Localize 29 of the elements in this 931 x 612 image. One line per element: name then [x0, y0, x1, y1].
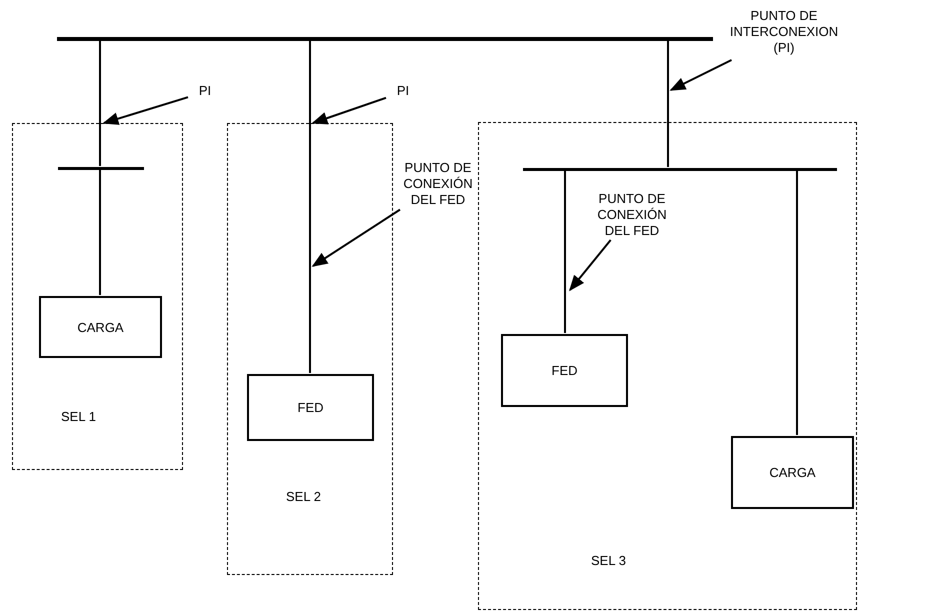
callout-label: PUNTO DE CONEXIÓN DEL FED [400, 160, 476, 210]
conductor-line [564, 170, 566, 333]
busbar [523, 168, 837, 171]
callout-label: PI [188, 83, 222, 101]
leader-line [569, 239, 612, 292]
equipment-box: CARGA [39, 296, 162, 358]
conductor-line [667, 41, 669, 167]
leader-line [670, 59, 732, 91]
busbar [57, 37, 713, 41]
conductor-line [309, 41, 311, 373]
dashed-boundary-box [227, 123, 393, 575]
area-label: SEL 2 [286, 489, 321, 504]
leader-line [312, 208, 401, 267]
callout-label: PUNTO DE CONEXIÓN DEL FED [586, 191, 678, 241]
dashed-boundary-box [478, 122, 857, 610]
callout-label: PI [386, 83, 420, 101]
leader-line [102, 96, 188, 125]
conductor-line [796, 170, 798, 435]
busbar [58, 167, 144, 170]
conductor-line [99, 169, 101, 295]
dashed-boundary-box [12, 123, 183, 470]
equipment-box: CARGA [731, 436, 854, 509]
conductor-line [99, 41, 101, 166]
callout-label: PUNTO DE INTERCONEXION (PI) [722, 8, 846, 60]
equipment-box: FED [247, 374, 374, 441]
equipment-box: FED [501, 334, 628, 407]
area-label: SEL 3 [591, 553, 626, 568]
leader-line [311, 96, 386, 124]
area-label: SEL 1 [61, 409, 96, 424]
